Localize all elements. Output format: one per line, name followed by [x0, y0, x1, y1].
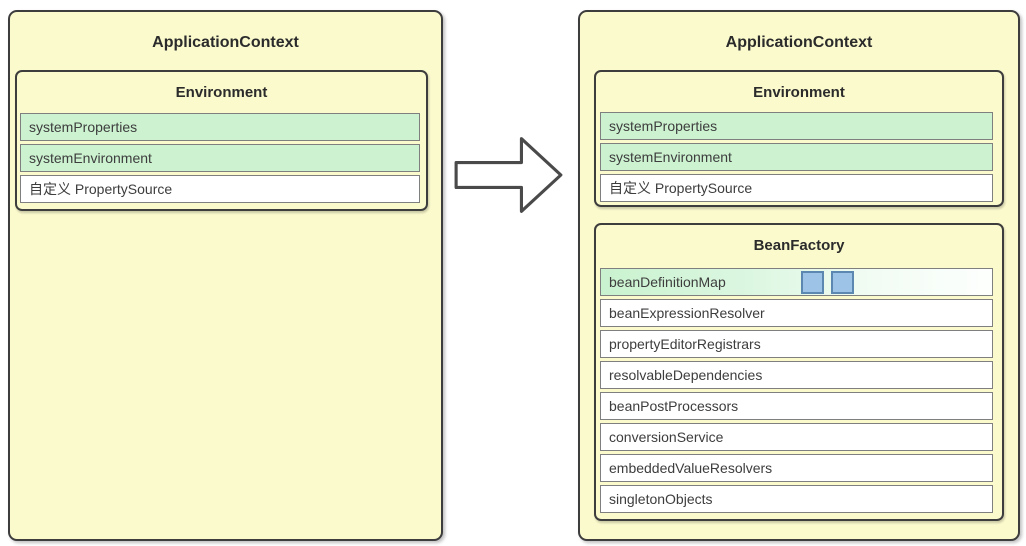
environment-box: Environment systemProperties systemEnvir…	[594, 70, 1004, 207]
panel-title: ApplicationContext	[725, 34, 873, 51]
bean-factory-row: beanPostProcessors	[600, 392, 993, 420]
bean-factory-row: embeddedValueResolvers	[600, 454, 993, 482]
environment-title: Environment	[175, 84, 268, 101]
environment-row: systemProperties	[20, 113, 420, 141]
environment-row: systemEnvironment	[600, 143, 993, 171]
environment-row: systemEnvironment	[20, 144, 420, 172]
bean-factory-rows: beanDefinitionMap beanExpressionResolver…	[600, 268, 993, 516]
right-block-arrow-icon	[453, 133, 565, 217]
environment-row: systemProperties	[600, 112, 993, 140]
bean-factory-row: singletonObjects	[600, 485, 993, 513]
environment-rows: systemProperties systemEnvironment 自定义 P…	[20, 113, 420, 206]
environment-title: Environment	[753, 84, 845, 101]
bean-factory-row: beanExpressionResolver	[600, 299, 993, 327]
bean-definition-square-icon	[801, 271, 824, 294]
application-context-right-panel: ApplicationContext Environment systemPro…	[578, 10, 1020, 541]
environment-row: 自定义 PropertySource	[20, 175, 420, 203]
bean-factory-row: conversionService	[600, 423, 993, 451]
application-context-left-panel: ApplicationContext Environment systemPro…	[8, 10, 443, 541]
environment-rows: systemProperties systemEnvironment 自定义 P…	[600, 112, 993, 205]
bean-definition-square-icon	[831, 271, 854, 294]
bean-factory-box: BeanFactory beanDefinitionMap beanExpres…	[594, 223, 1004, 521]
bean-factory-row-label: beanDefinitionMap	[609, 274, 726, 290]
environment-row: 自定义 PropertySource	[600, 174, 993, 202]
bean-factory-title: BeanFactory	[753, 237, 845, 254]
panel-title: ApplicationContext	[152, 34, 299, 51]
environment-box: Environment systemProperties systemEnvir…	[15, 70, 428, 211]
bean-factory-row: beanDefinitionMap	[600, 268, 993, 296]
bean-factory-row: propertyEditorRegistrars	[600, 330, 993, 358]
bean-factory-row: resolvableDependencies	[600, 361, 993, 389]
